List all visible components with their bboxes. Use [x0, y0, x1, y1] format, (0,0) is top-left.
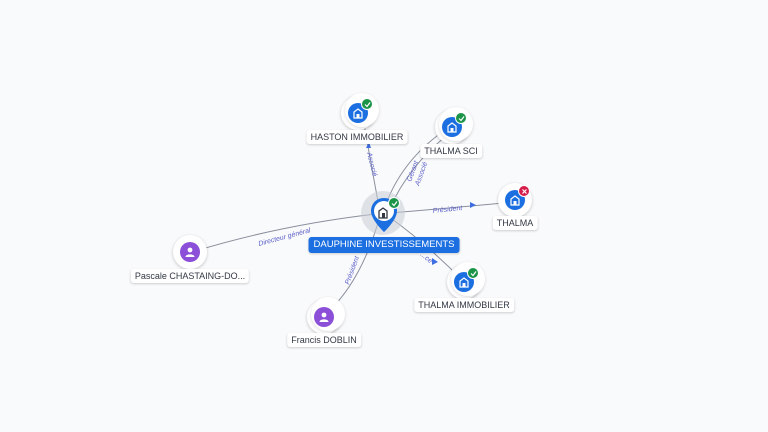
node-label-thalma-immobilier[interactable]: THALMA IMMOBILIER	[414, 298, 514, 312]
inactive-status-badge	[518, 185, 530, 197]
person-icon	[185, 247, 195, 257]
building-icon	[510, 195, 520, 206]
edge-label-thalma-immo: ...ce	[419, 251, 434, 265]
edge-label-chastaing: Directeur général	[258, 227, 312, 248]
node-thalma-sci[interactable]	[435, 107, 473, 144]
node-label-haston-immobilier[interactable]: HASTON IMMOBILIER	[306, 130, 408, 144]
edge-arrow-thalma-immo	[432, 258, 438, 265]
active-status-badge	[388, 197, 400, 209]
person-icon	[319, 312, 329, 322]
node-francis-doblin[interactable]	[307, 297, 345, 334]
active-status-badge	[467, 267, 479, 279]
check-icon	[391, 200, 397, 206]
edge-label-haston: Associé	[365, 151, 378, 178]
node-thalma-immobilier[interactable]	[447, 262, 485, 299]
building-icon	[378, 207, 388, 219]
building-icon	[459, 277, 469, 288]
edge-label-thalma: Président	[432, 205, 463, 215]
active-status-badge	[455, 112, 467, 124]
edge-arrow-haston	[366, 142, 371, 148]
close-icon	[521, 188, 527, 194]
node-haston-immobilier[interactable]	[341, 93, 379, 130]
person-avatar	[314, 307, 334, 327]
check-icon	[364, 101, 370, 107]
node-label-pascale-chastaing[interactable]: Pascale CHASTAING-DO...	[130, 269, 250, 283]
node-label-thalma[interactable]: THALMA	[492, 216, 538, 230]
node-label-thalma-sci[interactable]: THALMA SCI	[420, 144, 482, 158]
building-icon	[353, 108, 363, 119]
check-icon	[458, 115, 464, 121]
active-status-badge	[361, 98, 373, 110]
edge-arrow-thalma	[470, 202, 476, 208]
node-pascale-chastaing[interactable]	[173, 235, 207, 269]
edge-chastaing	[191, 213, 377, 253]
building-icon	[447, 122, 457, 133]
check-icon	[470, 270, 476, 276]
person-avatar	[180, 242, 200, 262]
center-node-label[interactable]: DAUPHINE INVESTISSEMENTS	[308, 237, 460, 253]
node-label-francis-doblin[interactable]: Francis DOBLIN	[287, 333, 361, 347]
node-thalma[interactable]	[498, 183, 532, 217]
